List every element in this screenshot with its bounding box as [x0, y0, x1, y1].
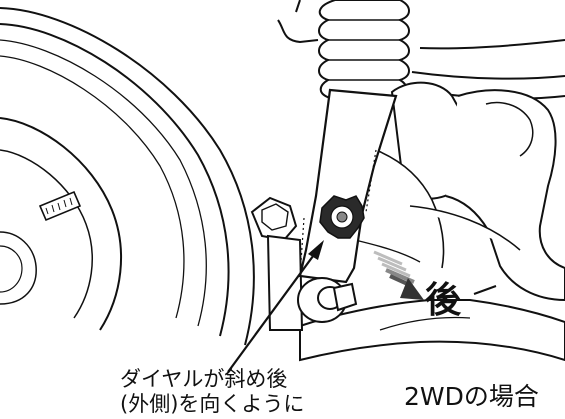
note-line-2: (外側)を向くように [120, 392, 305, 416]
wheel-stud [38, 190, 82, 222]
rear-direction-label: 後 [425, 280, 462, 321]
dust-boot [318, 0, 410, 99]
knuckle-arm [354, 81, 565, 302]
note-line-1: ダイヤルが斜め後 [120, 367, 288, 391]
leader-arrow [227, 240, 324, 373]
strut-bracket [250, 196, 304, 331]
brake-disc [0, 7, 255, 346]
adjustment-dial [319, 195, 365, 239]
lower-arm [299, 299, 565, 362]
rear-direction-arrow-icon [373, 250, 424, 300]
drive-type-caption: 2WDの場合 [404, 382, 539, 411]
direction-tick [473, 285, 497, 295]
lower-mount-bolt [297, 277, 358, 323]
dial-orientation-note: ダイヤルが斜め後 (外側)を向くように [120, 367, 304, 417]
shock-absorber [298, 88, 398, 284]
